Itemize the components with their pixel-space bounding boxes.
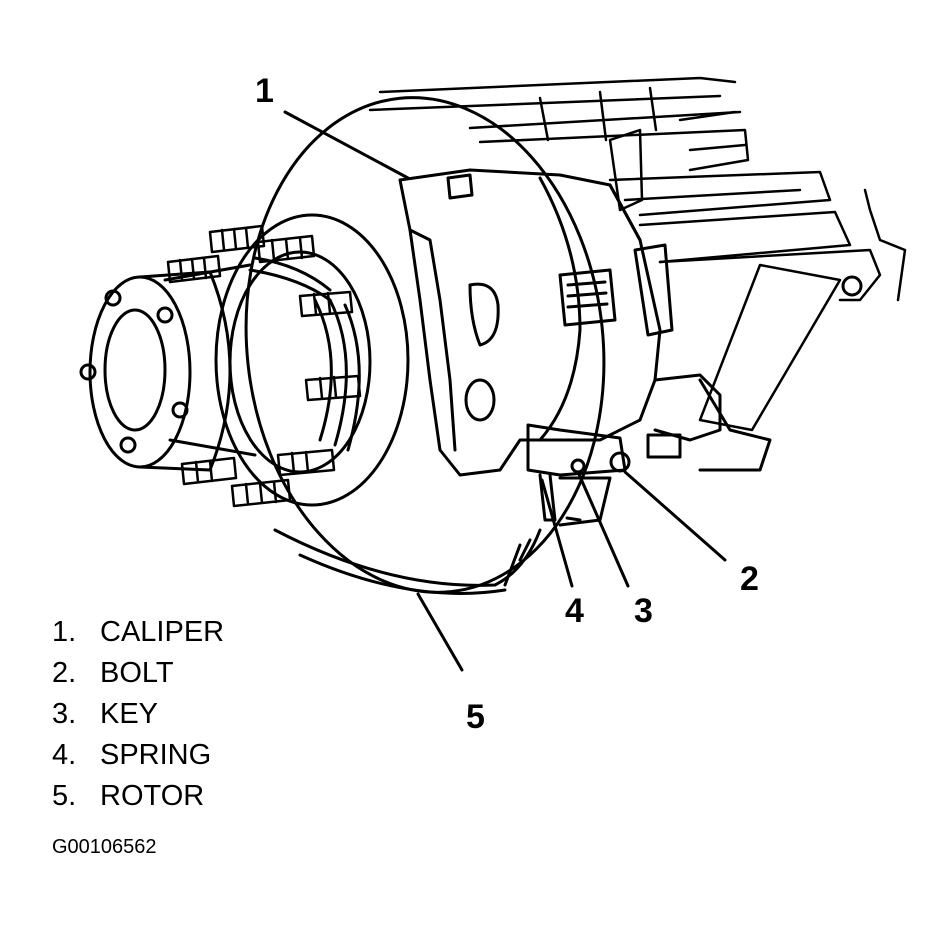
figure-id: G00106562 <box>52 836 157 858</box>
legend-item: 2. BOLT <box>52 653 224 694</box>
leader-line-3 <box>576 470 630 588</box>
legend-text: SPRING <box>100 739 212 771</box>
legend-text: KEY <box>100 698 159 730</box>
callout-4: 4 <box>565 592 584 630</box>
legend-number: 3. <box>52 698 77 730</box>
leaf-spring-frame <box>368 76 907 302</box>
leader-line-2 <box>623 470 727 562</box>
leader-lines <box>283 110 727 672</box>
legend-number: 2. <box>52 657 77 689</box>
caliper <box>398 168 722 477</box>
leader-line-5 <box>416 592 464 672</box>
legend-item: 4. SPRING <box>52 735 224 776</box>
bracket-bolt-key <box>526 423 631 527</box>
callout-3: 3 <box>634 592 653 630</box>
leader-line-1 <box>283 110 410 180</box>
callout-5: 5 <box>466 698 485 736</box>
callout-1: 1 <box>255 72 274 110</box>
legend-number: 4. <box>52 739 77 771</box>
rotor <box>244 96 606 595</box>
legend-number: 5. <box>52 780 77 812</box>
legend-item: 5. ROTOR <box>52 776 224 817</box>
hub-cap <box>79 270 232 472</box>
wheel-studs <box>166 224 362 508</box>
legend-item: 3. KEY <box>52 694 224 735</box>
legend-text: CALIPER <box>100 616 225 648</box>
legend-number: 1. <box>52 616 77 648</box>
legend-item: 1. CALIPER <box>52 612 224 653</box>
legend-text: ROTOR <box>100 780 205 812</box>
link-rod <box>698 263 863 472</box>
parts-legend: 1. CALIPER 2. BOLT 3. KEY 4. SPRING 5. ROTOR <box>52 612 224 817</box>
leader-line-4 <box>540 478 574 588</box>
legend-text: BOLT <box>100 657 174 689</box>
callout-2: 2 <box>740 560 759 598</box>
